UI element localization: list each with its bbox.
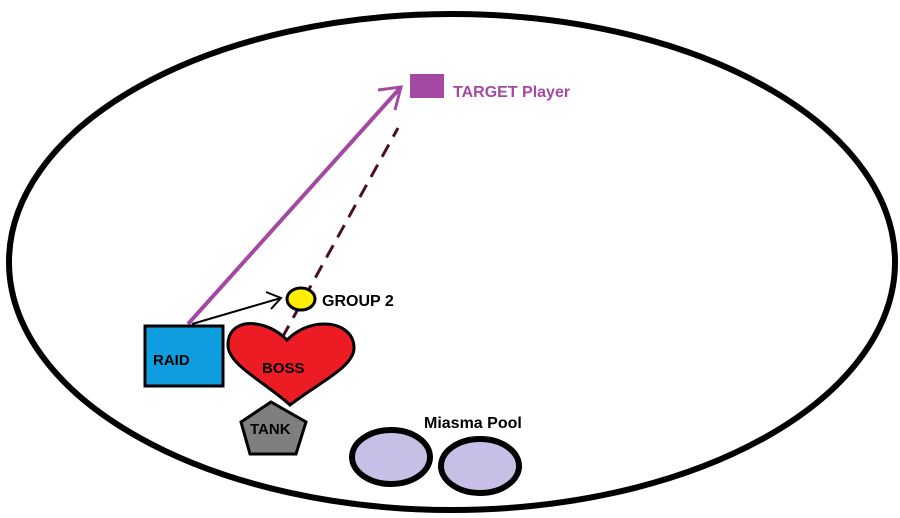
miasma-pool-label: Miasma Pool — [424, 415, 522, 432]
miasma-pool-right — [438, 436, 522, 496]
target-player-label: TARGET Player — [453, 84, 570, 101]
boss-to-target-dashed-line — [280, 127, 400, 339]
arena-boundary — [6, 11, 898, 513]
miasma-pool-left — [349, 427, 433, 487]
boss-marker — [226, 322, 356, 407]
boss-label: BOSS — [262, 360, 305, 377]
tank-marker — [239, 400, 308, 456]
tank-label: TANK — [250, 421, 291, 438]
raid-to-group2-arrow — [191, 291, 283, 325]
raid-label: RAID — [153, 352, 190, 369]
target-player-marker — [410, 74, 444, 98]
group2-marker — [285, 286, 317, 312]
raid-marker — [143, 324, 225, 388]
raid-to-target-arrow — [186, 85, 404, 326]
group2-label: GROUP 2 — [322, 293, 394, 310]
